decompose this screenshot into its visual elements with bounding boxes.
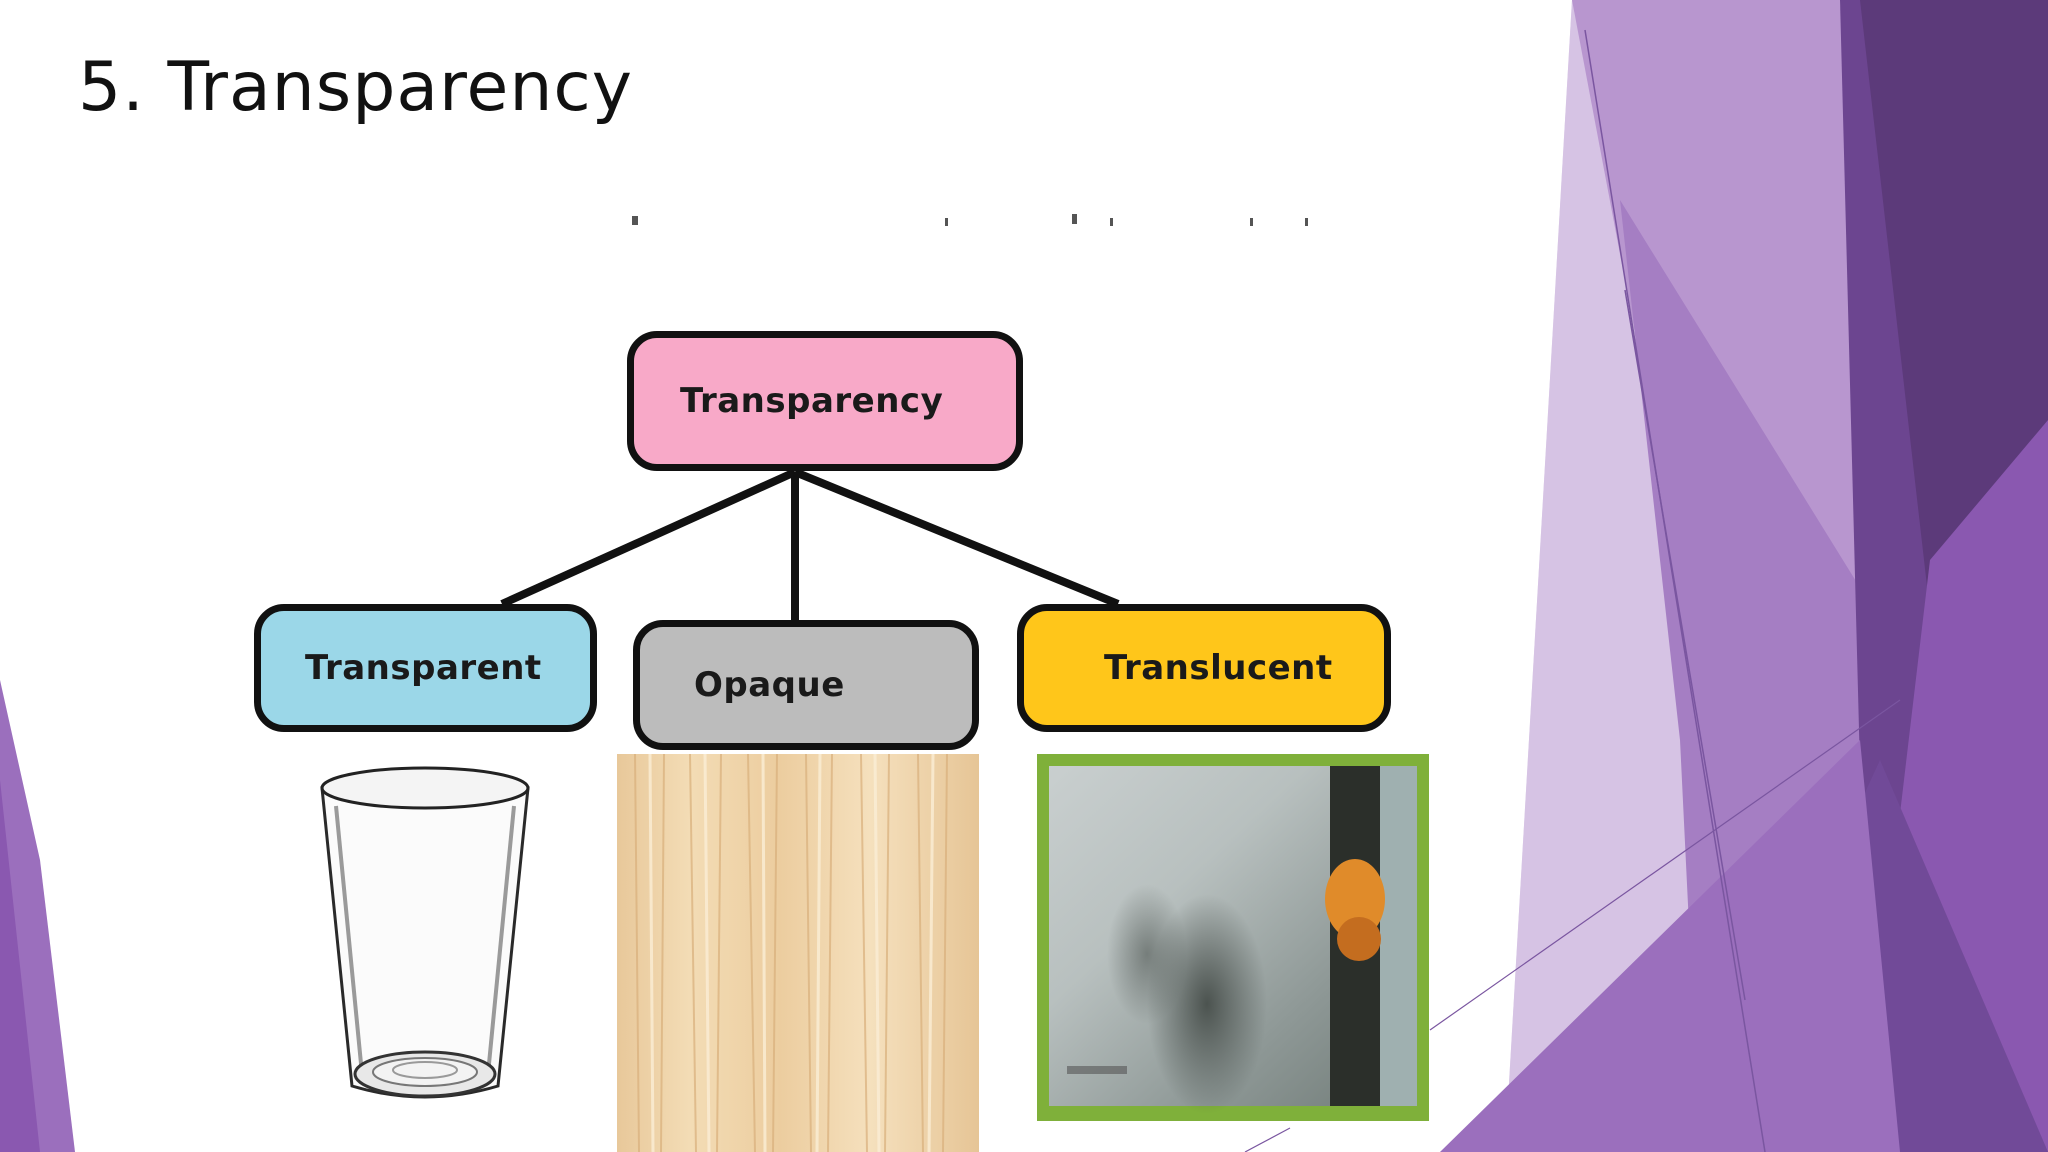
diagram-node-label: Opaque: [694, 665, 845, 705]
frosted-glass-image: [1037, 754, 1429, 1121]
diagram-node-translucent: Translucent: [1017, 604, 1391, 732]
slide-title: 5. Transparency: [78, 48, 634, 127]
connector-transparent: [500, 468, 797, 608]
diagram-root-transparency: Transparency: [627, 331, 1023, 471]
diagram-node-label: Transparent: [305, 648, 542, 688]
diagram-root-label: Transparency: [680, 381, 944, 421]
diagram-node-transparent: Transparent: [254, 604, 597, 732]
glass-image: [300, 756, 550, 1126]
diagram-node-label: Translucent: [1104, 648, 1333, 688]
diagram-node-opaque: Opaque: [633, 620, 979, 750]
connector-translucent: [793, 468, 1120, 608]
wood-texture-image: [617, 754, 979, 1152]
